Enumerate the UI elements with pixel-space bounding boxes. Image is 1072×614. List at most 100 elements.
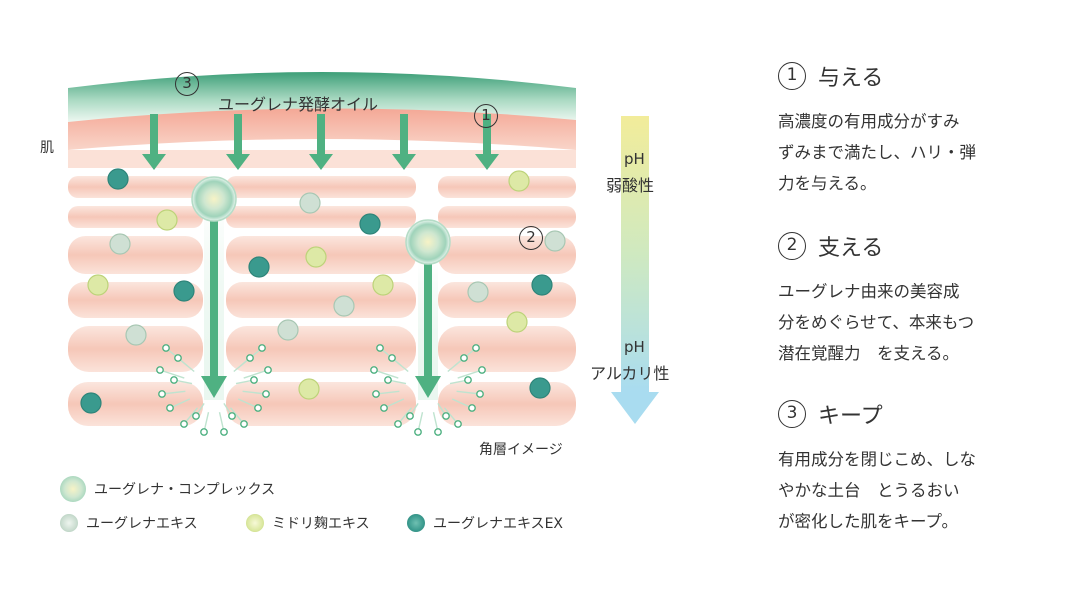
legend-extract-label: ユーグレナエキス [86, 516, 198, 532]
sparkle-ray [375, 390, 400, 395]
arrow-head [415, 376, 441, 398]
sparkle-dot [262, 390, 270, 398]
arrow-shaft [150, 114, 158, 154]
section-support: 2 支える ユーグレナ由来の美容成 分をめぐらせて、本来もつ 潜在覚醒力 を支え… [778, 230, 1010, 369]
sparkle-dot [192, 412, 200, 420]
ingredient-dots [80, 168, 566, 414]
extract-ex-dot [359, 213, 381, 235]
extract-ex-dot [107, 168, 129, 190]
sparkle-dot [434, 428, 442, 436]
sparkle-dot [472, 344, 480, 352]
legend-complex: ユーグレナ・コンプレックス [60, 476, 275, 502]
sparkle-dot [220, 428, 228, 436]
arrow-head [475, 154, 499, 170]
sparkle-dot [162, 344, 170, 352]
section-keep-header: 3 キープ [778, 398, 1010, 430]
legend-extract-ex: ユーグレナエキスEX [407, 513, 563, 533]
section-support-line: ユーグレナ由来の美容成 [778, 282, 960, 301]
sparkle-dot [394, 420, 402, 428]
stratum-label: 角層イメージ [479, 442, 563, 458]
extract-ex-dot [531, 274, 553, 296]
legend-complex-label: ユーグレナ・コンプレックス [94, 482, 276, 498]
section-give-line: 力を与える。 [778, 174, 877, 193]
section-give-body: 高濃度の有用成分がすみ ずみまで満たし、ハリ・弾 力を与える。 [778, 106, 1010, 199]
stratum-cell [226, 206, 416, 228]
legend-extract: ユーグレナエキス [60, 513, 198, 533]
marker-1: 1 [474, 104, 498, 128]
stratum-cell [226, 382, 416, 426]
sparkle-ray [373, 369, 399, 379]
koji-dot [372, 274, 394, 296]
sparkle-dot [460, 354, 468, 362]
sparkle-dot [174, 354, 182, 362]
arrow-head [309, 154, 333, 170]
sparkle-ray [243, 369, 269, 379]
ph-alkaline-label: アルカリ性 [590, 364, 670, 383]
extract-dot-icon [60, 514, 78, 532]
sparkle-dot [380, 404, 388, 412]
sparkle-dot [228, 412, 236, 420]
sparkle-dot [158, 390, 166, 398]
arrow-shaft [483, 114, 491, 154]
koji-dot-icon [246, 514, 264, 532]
sparkle-dot [264, 366, 272, 374]
extract-dot [277, 319, 299, 341]
arrow-shaft [234, 114, 242, 154]
sparkle-dot [464, 376, 472, 384]
section-give: 1 与える 高濃度の有用成分がすみ ずみまで満たし、ハリ・弾 力を与える。 [778, 60, 1010, 199]
legend-koji: ミドリ麹エキス [246, 513, 370, 533]
marker-2: 2 [519, 226, 543, 250]
section-keep-title: キープ [818, 404, 883, 429]
legend-extract-ex-label: ユーグレナエキスEX [433, 516, 564, 532]
skin-diagram-graphic [68, 72, 659, 436]
sparkle-dot [454, 420, 462, 428]
stratum-cell [68, 206, 203, 228]
extract-ex-dot-icon [407, 514, 425, 532]
section-keep-line: が密化した肌をキープ。 [778, 512, 959, 531]
oil-label: ユーグレナ発酵オイル [218, 95, 379, 114]
complex-icon [60, 476, 86, 502]
stratum-cell [438, 326, 576, 372]
stratum-cell [68, 176, 215, 198]
marker-3: 3 [175, 72, 199, 96]
stratum-cell [438, 236, 576, 274]
stratum-cell [226, 176, 416, 198]
section-give-header: 1 与える [778, 60, 1010, 92]
sparkle-dot [170, 376, 178, 384]
sparkle-dot [240, 420, 248, 428]
ph-gradient-arrow [611, 116, 659, 424]
arrow-shaft [400, 114, 408, 154]
extract-dot [467, 281, 489, 303]
section-support-body: ユーグレナ由来の美容成 分をめぐらせて、本来もつ 潜在覚醒力 を支える。 [778, 276, 1010, 369]
stratum-cell [438, 206, 576, 228]
sparkle-dot [414, 428, 422, 436]
sparkle-ray [457, 369, 483, 379]
koji-dot [506, 311, 528, 333]
koji-dot [298, 378, 320, 400]
sparkle-ray [456, 390, 481, 395]
sparkle-dot [388, 354, 396, 362]
sparkle-dot [478, 366, 486, 374]
sparkle-dot [180, 420, 188, 428]
sparkle-dot [200, 428, 208, 436]
complex-particle [191, 176, 237, 222]
sparkle-dot [468, 404, 476, 412]
arrow-head [142, 154, 166, 170]
arrow-head [226, 154, 250, 170]
section-give-title: 与える [818, 66, 884, 91]
skin-diagram: ユーグレナ発酵オイル 肌 角層イメージ 3 1 2 pH 弱酸性 pH アルカリ… [40, 72, 670, 533]
diffusion-sparkles [156, 344, 486, 436]
section-keep-number: 3 [778, 400, 806, 428]
sparkle-dot [372, 390, 380, 398]
sparkle-dot [406, 412, 414, 420]
section-support-title: 支える [818, 236, 884, 261]
sparkle-dot [258, 344, 266, 352]
legend-koji-label: ミドリ麹エキス [272, 516, 370, 532]
sparkle-dot [246, 354, 254, 362]
sparkle-dot [384, 376, 392, 384]
extract-dot [544, 230, 566, 252]
section-give-line: 高濃度の有用成分がすみ [778, 112, 960, 131]
arrow-shaft [424, 262, 432, 376]
stratum-cell [438, 382, 576, 426]
stratum-cell [438, 176, 576, 198]
